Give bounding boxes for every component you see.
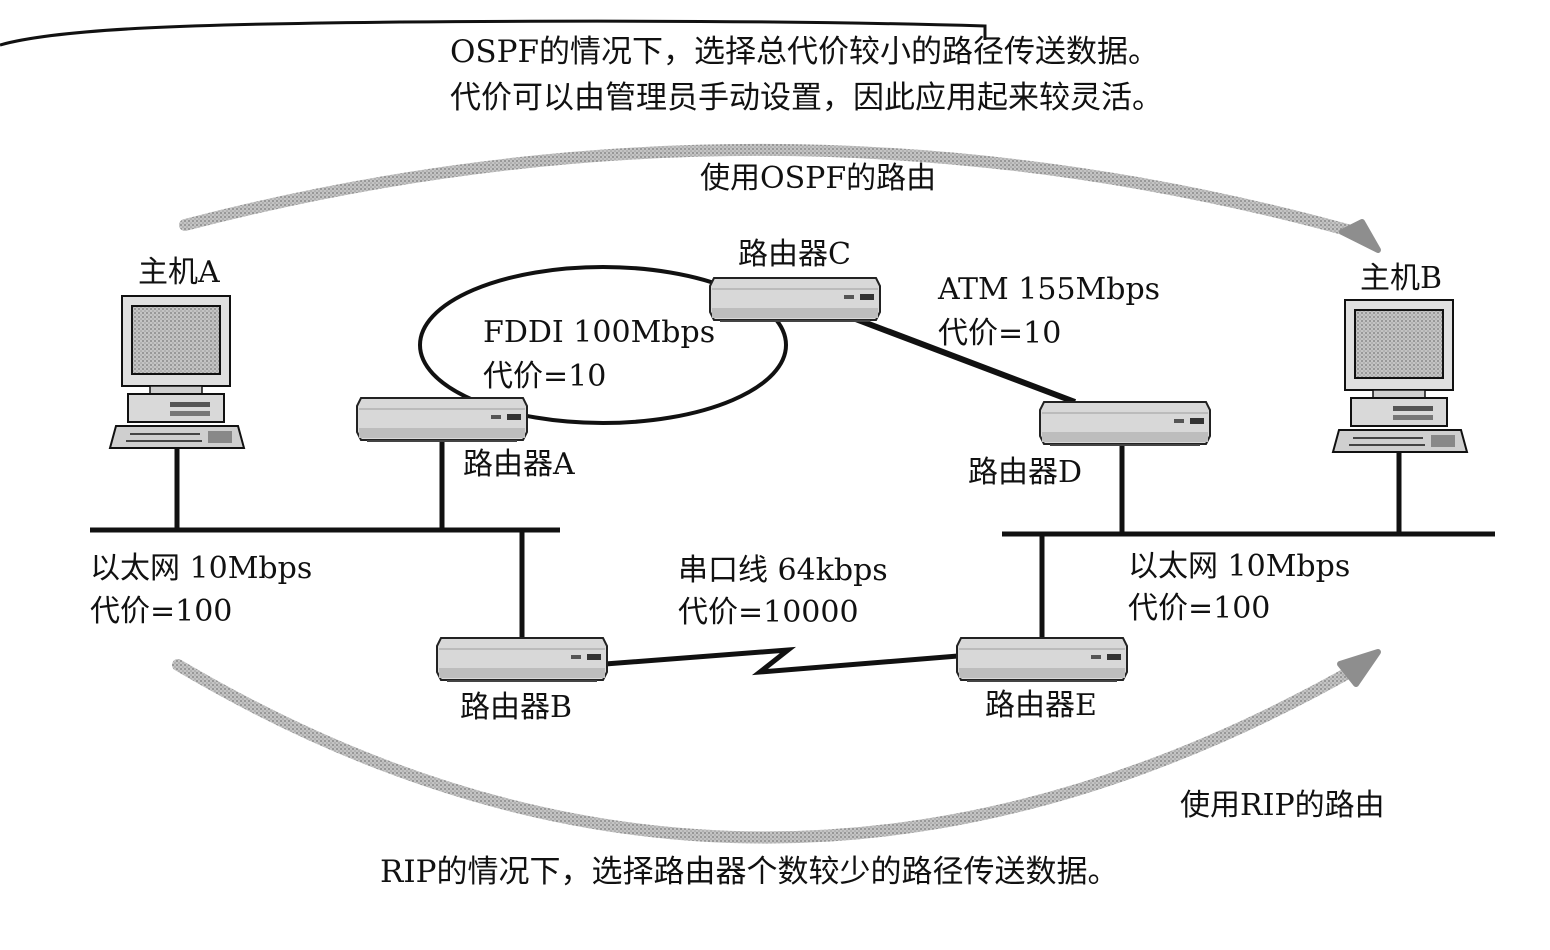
- ethernet-right-cost: 代价=100: [1128, 591, 1270, 626]
- atm-link: [843, 312, 1077, 405]
- ospf-route-label: 使用OSPF的路由: [700, 161, 936, 196]
- ethernet-right-name: 以太网 10Mbps: [1128, 549, 1350, 584]
- router-d-device: [1039, 401, 1211, 446]
- router-b-device: [436, 637, 608, 682]
- serial-link: [604, 646, 959, 676]
- router-c-label: 路由器C: [738, 237, 851, 272]
- ospf-arrowhead: [1339, 219, 1381, 253]
- ethernet-left-cost: 代价=100: [90, 594, 232, 629]
- rip-route-arrow: [172, 659, 1368, 844]
- router-a-label: 路由器A: [463, 447, 575, 482]
- router-e-device: [956, 637, 1128, 682]
- router-b-label: 路由器B: [460, 690, 572, 725]
- ospf-note-line2: 代价可以由管理员手动设置，因此应用起来较灵活。: [450, 80, 1163, 116]
- router-c-device: [709, 277, 881, 322]
- ethernet-left-name: 以太网 10Mbps: [90, 551, 312, 586]
- serial-cost: 代价=10000: [678, 595, 859, 630]
- ospf-note-line1: OSPF的情况下，选择总代价较小的路径传送数据。: [450, 34, 1159, 70]
- rip-route-label: 使用RIP的路由: [1180, 788, 1385, 823]
- top-border-line: [0, 19, 987, 47]
- router-a-device: [356, 397, 528, 442]
- router-e-label: 路由器E: [985, 688, 1097, 723]
- atm-cost: 代价=10: [938, 316, 1061, 351]
- atm-name: ATM 155Mbps: [937, 272, 1160, 307]
- host-b-computer: [1332, 299, 1468, 453]
- ospf-route-arrow: [179, 143, 1371, 241]
- fddi-name: FDDI 100Mbps: [483, 315, 715, 350]
- fddi-ring: [418, 265, 788, 425]
- rip-note: RIP的情况下，选择路由器个数较少的路径传送数据。: [380, 854, 1118, 890]
- fddi-cost: 代价=10: [483, 359, 606, 394]
- serial-name: 串口线 64kbps: [678, 553, 888, 588]
- router-d-label: 路由器D: [968, 455, 1082, 490]
- host-b-label: 主机B: [1360, 261, 1442, 296]
- host-a-computer: [109, 295, 245, 449]
- host-a-label: 主机A: [138, 255, 220, 290]
- rip-arrowhead: [1337, 649, 1381, 687]
